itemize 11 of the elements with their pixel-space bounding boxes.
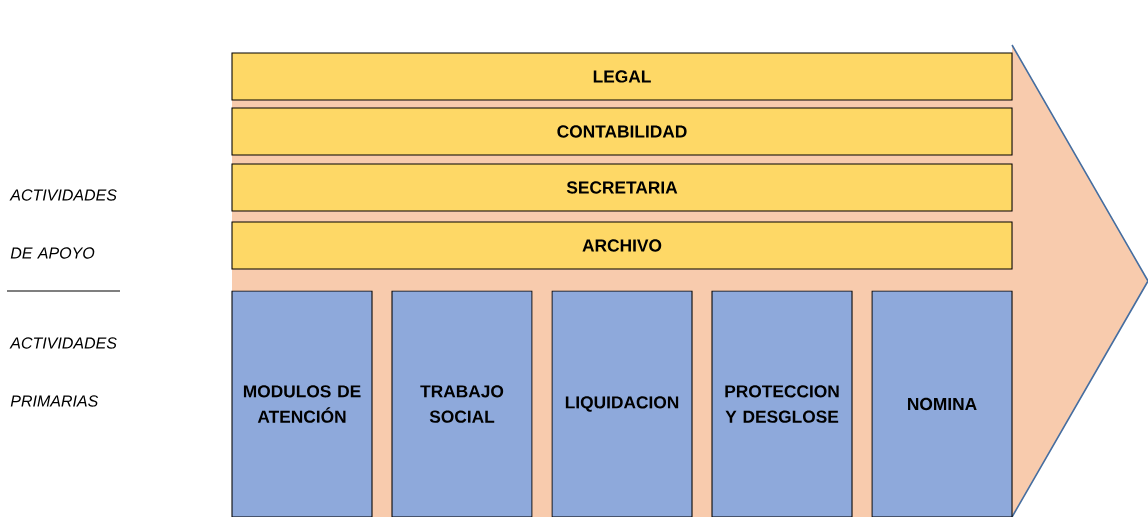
side-label: ACTIVIDADES PRIMARIAS xyxy=(9,337,117,407)
primary-activity-box: TRABAJO SOCIAL xyxy=(391,290,533,517)
support-activity-band: CONTABILIDAD xyxy=(231,107,1013,156)
support-activity-band: SECRETARIA xyxy=(231,163,1013,212)
primary-activity-box: PROTECCION Y DESGLOSE xyxy=(711,290,853,517)
support-activity-band: ARCHIVO xyxy=(231,221,1013,270)
side-label: ACTIVIDADES DE APOYO xyxy=(9,189,117,259)
primary-activity-box: MODULOS DE ATENCIÓN xyxy=(231,290,373,517)
support-activity-band: LEGAL xyxy=(231,52,1013,101)
primary-activity-box: LIQUIDACION xyxy=(551,290,693,517)
primary-activity-box: NOMINA xyxy=(871,290,1013,517)
